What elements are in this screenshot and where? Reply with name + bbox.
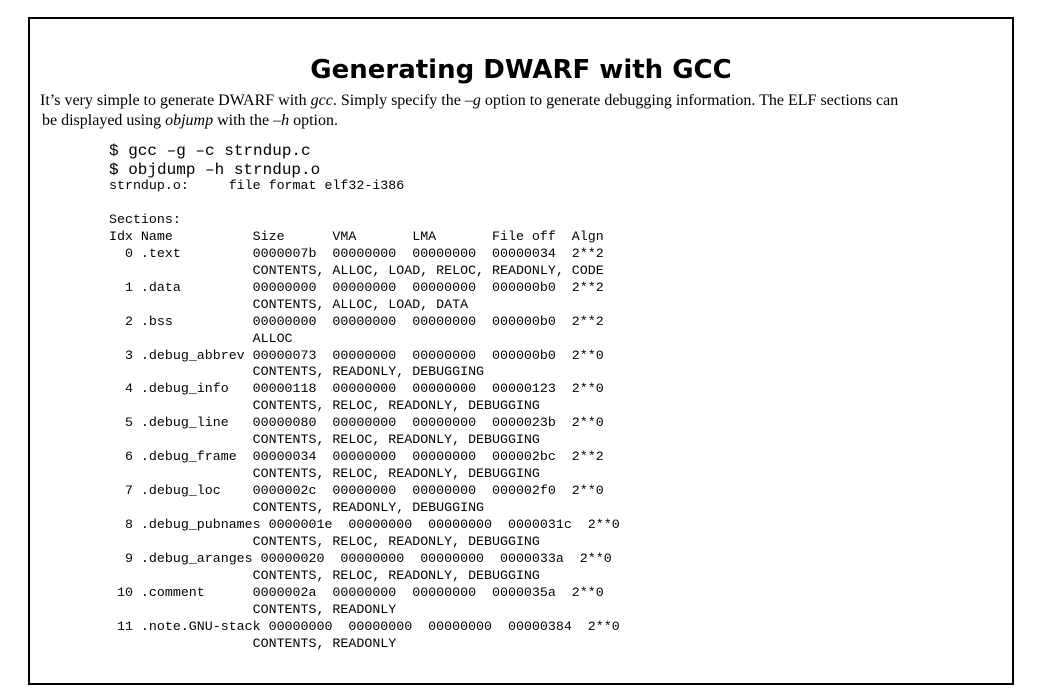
output-line: CONTENTS, RELOC, READONLY, DEBUGGING (109, 398, 540, 414)
output-line: 0 .text 0000007b 00000000 00000000 00000… (109, 245, 604, 261)
intro-paragraph: It’s very simple to generate DWARF with … (40, 91, 1006, 131)
output-line: CONTENTS, READONLY, DEBUGGING (109, 364, 485, 380)
output-line: 11 .note.GNU-stack 00000000 00000000 000… (109, 618, 620, 634)
output-line: 6 .debug_frame 00000034 00000000 0000000… (109, 449, 604, 465)
h-option: –h (273, 112, 290, 129)
output-line: CONTENTS, RELOC, READONLY, DEBUGGING (109, 466, 540, 482)
output-line: 5 .debug_line 00000080 00000000 00000000… (109, 415, 604, 431)
output-line: CONTENTS, READONLY (109, 635, 397, 651)
output-line: 8 .debug_pubnames 0000001e 00000000 0000… (109, 517, 620, 533)
output-line: 9 .debug_aranges 00000020 00000000 00000… (109, 550, 612, 566)
page-frame (28, 17, 1014, 685)
gcc-term: gcc (310, 92, 333, 109)
gcc-command: $ gcc –g –c strndup.c (109, 142, 311, 160)
para-text-4: be displayed using (42, 112, 166, 129)
output-line: 3 .debug_abbrev 00000073 00000000 000000… (109, 347, 604, 363)
objdump-output: strndup.o: file format elf32-i386 Sectio… (109, 178, 620, 653)
output-line: ALLOC (109, 330, 293, 346)
para-line-2: be displayed using objump with the –h op… (40, 111, 1006, 131)
objdump-command: $ objdump –h strndup.o (109, 161, 321, 179)
output-line: CONTENTS, ALLOC, LOAD, RELOC, READONLY, … (109, 262, 604, 278)
output-line: CONTENTS, READONLY, DEBUGGING (109, 500, 485, 516)
page-title: Generating DWARF with GCC (310, 55, 732, 85)
output-line: Idx Name Size VMA LMA File off Algn (109, 228, 604, 244)
para-text-3: option to generate debugging information… (480, 92, 899, 109)
para-text-6: option. (289, 112, 338, 129)
output-line: CONTENTS, RELOC, READONLY, DEBUGGING (109, 432, 540, 448)
output-line: strndup.o: file format elf32-i386 (109, 178, 405, 193)
output-line: CONTENTS, RELOC, READONLY, DEBUGGING (109, 534, 540, 550)
para-text-1: It’s very simple to generate DWARF with (40, 92, 311, 109)
output-line: CONTENTS, ALLOC, LOAD, DATA (109, 296, 469, 312)
output-line: 4 .debug_info 00000118 00000000 00000000… (109, 381, 604, 397)
output-line: CONTENTS, READONLY (109, 601, 397, 617)
g-option: –g (464, 92, 481, 109)
output-line: CONTENTS, RELOC, READONLY, DEBUGGING (109, 567, 540, 583)
para-text-2: . Simply specify the (332, 92, 465, 109)
output-line: 10 .comment 0000002a 00000000 00000000 0… (109, 584, 604, 600)
para-text-5: with the (213, 112, 274, 129)
output-line: 7 .debug_loc 0000002c 00000000 00000000 … (109, 483, 604, 499)
objump-term: objump (165, 112, 214, 129)
output-line: 1 .data 00000000 00000000 00000000 00000… (109, 279, 604, 295)
output-line: Sections: (109, 211, 181, 227)
output-line: 2 .bss 00000000 00000000 00000000 000000… (109, 313, 604, 329)
